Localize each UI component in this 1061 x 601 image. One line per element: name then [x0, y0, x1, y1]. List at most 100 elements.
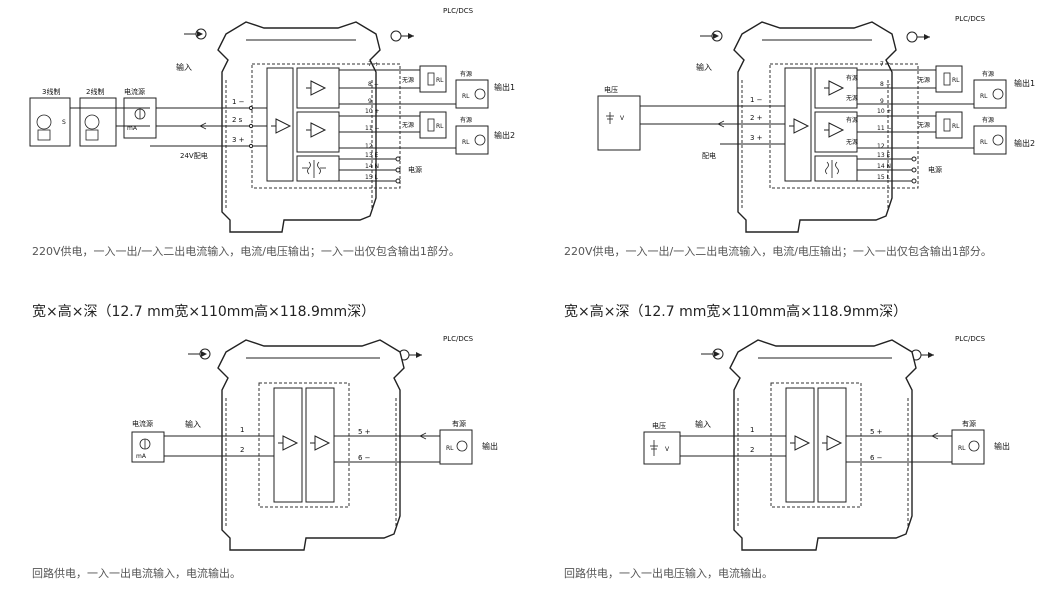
power-label: 电源 [928, 165, 942, 174]
dimensions-text-right: 宽×高×深（12.7 mm宽×110mm高×118.9mm深） [564, 304, 908, 320]
supply-label: 配电 [702, 151, 716, 160]
panel-2-input-label: 输入 [696, 62, 712, 72]
dimensions-text-left: 宽×高×深（12.7 mm宽×110mm高×118.9mm深） [32, 304, 376, 320]
source-unit: mA [127, 125, 138, 132]
caption-panel-2: 220V供电，一入一出/一入二出电流输入，电流/电压输出；一入一出仅包含输出1部… [564, 245, 992, 258]
output-label: 输出 [482, 441, 498, 451]
current-source-icon [134, 108, 146, 120]
s-label: S [62, 119, 66, 126]
terminal-1: 1 [750, 426, 754, 434]
terminal-1: 1 [240, 426, 244, 434]
output-1-label: 输出1 [1014, 78, 1035, 88]
svg-text:15 L: 15 L [877, 174, 891, 181]
panel-4-diagram: PLC/DCS 输入 电压 V 1 2 5 + 6 − 有源 [643, 335, 1010, 551]
svg-text:7 +: 7 + [368, 61, 379, 68]
transmitter-icon [36, 114, 100, 141]
terminal-2: 2 [750, 446, 754, 454]
output-2-label: 输出2 [1014, 138, 1035, 148]
svg-text:13 E: 13 E [365, 152, 379, 159]
output-terminal-labels: 7 + 8 − 9 10 + 11 − 12 13 E 14 N 15 L [365, 61, 380, 181]
source-current-label: 电流源 [132, 419, 153, 428]
svg-text:11 −: 11 − [365, 125, 380, 132]
active-label-a: 有源 [846, 74, 858, 82]
load-label: RL [446, 445, 454, 452]
active-label-2: 有源 [982, 116, 994, 124]
terminal-5: 5 + [358, 428, 371, 436]
source-voltage-label: 电压 [604, 85, 618, 94]
terminal-2: 2 [240, 446, 244, 454]
terminal-1: 1 − [232, 98, 245, 106]
active-label: 有源 [962, 419, 976, 428]
arrow-in-icon [187, 348, 211, 360]
svg-text:14 N: 14 N [365, 163, 379, 170]
svg-text:12: 12 [365, 143, 373, 150]
panel-1-input-label: 输入 [176, 62, 192, 72]
load-label-1: RL [436, 77, 444, 84]
terminal-1: 1 − [750, 96, 763, 104]
power-label: 电源 [408, 165, 422, 174]
load-label-2: RL [952, 123, 960, 130]
svg-text:10 +: 10 + [365, 108, 380, 115]
active-label-1: 有源 [460, 70, 472, 78]
passive-label-2: 无源 [918, 121, 930, 129]
load-resistor-icon [427, 118, 435, 132]
output-2-label: 输出2 [494, 130, 515, 140]
panel-4-input-label: 输入 [695, 419, 711, 429]
terminal-2: 2 s [232, 116, 243, 124]
transformer-icon [825, 160, 839, 178]
panel-3-diagram: PLC/DCS 输入 电流源 mA 1 2 5 + 6 − 有源 [131, 335, 498, 551]
panel-4-plc-label: PLC/DCS [955, 335, 986, 343]
load-label-3: RL [462, 93, 470, 100]
active-label: 有源 [452, 419, 466, 428]
source-3wire-label: 3线制 [42, 87, 60, 96]
svg-text:8 −: 8 − [368, 81, 379, 88]
load-resistor-icon [943, 118, 951, 132]
panel-3-plc-label: PLC/DCS [443, 335, 474, 343]
active-label-b: 有源 [846, 116, 858, 124]
arrow-in-icon [699, 30, 723, 42]
supply-label: 24V配电 [180, 151, 208, 160]
arrow-out-icon [906, 31, 931, 43]
output-1-label: 输出1 [494, 82, 515, 92]
output-label: 输出 [994, 441, 1010, 451]
panel-2-plc-label: PLC/DCS [955, 15, 986, 23]
panel-3-input-label: 输入 [185, 419, 201, 429]
ammeter-icon [992, 88, 1004, 100]
svg-text:11 −: 11 − [877, 125, 892, 132]
svg-text:7 +: 7 + [880, 61, 891, 68]
passive-label-2: 无源 [402, 121, 414, 129]
load-label-4: RL [980, 139, 988, 146]
source-2wire-label: 2线制 [86, 87, 104, 96]
caption-panel-1: 220V供电，一入一出/一入二出电流输入，电流/电压输出；一入一出仅包含输出1部… [32, 245, 460, 258]
svg-text:9: 9 [880, 98, 884, 105]
passive-label-a: 无源 [846, 94, 858, 102]
terminal-2: 2 + [750, 114, 763, 122]
load-resistor-icon [943, 72, 951, 86]
source-unit: mA [136, 453, 147, 460]
current-source-icon [139, 438, 151, 450]
svg-text:15 L: 15 L [365, 174, 379, 181]
svg-text:12: 12 [877, 143, 885, 150]
svg-text:8 −: 8 − [880, 81, 891, 88]
voltage-source-icon [650, 440, 658, 456]
arrow-out-icon [398, 349, 423, 361]
ammeter-icon [474, 88, 486, 146]
transformer-icon [302, 160, 326, 178]
arrow-in-icon [183, 28, 207, 40]
svg-text:13 E: 13 E [877, 152, 891, 159]
ammeter-icon [968, 440, 980, 452]
active-label-1: 有源 [982, 70, 994, 78]
output-terminal-labels: 7 + 8 − 9 10 + 11 − 12 13 E 14 N 15 L [877, 61, 892, 181]
caption-panel-4: 回路供电，一入一出电压输入，电流输出。 [564, 567, 773, 580]
terminal-3: 3 + [232, 136, 245, 144]
svg-text:9: 9 [368, 98, 372, 105]
svg-text:10 +: 10 + [877, 108, 892, 115]
load-label-4: RL [462, 139, 470, 146]
active-label-2: 有源 [460, 116, 472, 124]
caption-panel-3: 回路供电，一入一出电流输入，电流输出。 [32, 567, 241, 580]
terminal-5: 5 + [870, 428, 883, 436]
terminal-6: 6 − [870, 454, 883, 462]
load-label: RL [958, 445, 966, 452]
passive-label-1: 无源 [402, 76, 414, 84]
